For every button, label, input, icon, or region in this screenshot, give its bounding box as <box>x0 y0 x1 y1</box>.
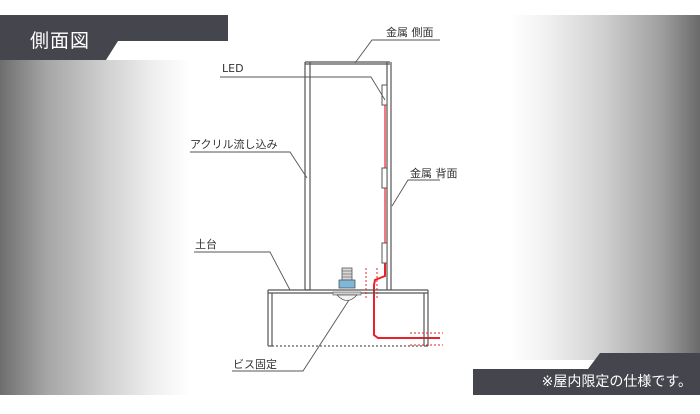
label-metal-side: 金属 側面 <box>386 26 434 39</box>
label-metal-back: 金属 背面 <box>410 167 458 180</box>
note-banner <box>473 353 700 395</box>
page-title: 側面図 <box>30 30 91 52</box>
label-screw-fixing: ビス固定 <box>233 358 277 371</box>
sign-body <box>304 61 392 291</box>
indoor-only-note: ※屋内限定の仕様です。 <box>541 374 692 390</box>
title-banner <box>0 15 228 60</box>
background-gradient-left <box>0 60 190 395</box>
label-led: LED <box>222 62 244 75</box>
cable-hole-guides <box>365 268 443 346</box>
background-gradient-right <box>510 15 700 360</box>
label-acrylic: アクリル流し込み <box>190 138 278 151</box>
label-base: 土台 <box>195 238 217 251</box>
power-cable <box>373 263 440 339</box>
leader-lines <box>190 39 440 372</box>
screw-fixing <box>332 267 362 301</box>
